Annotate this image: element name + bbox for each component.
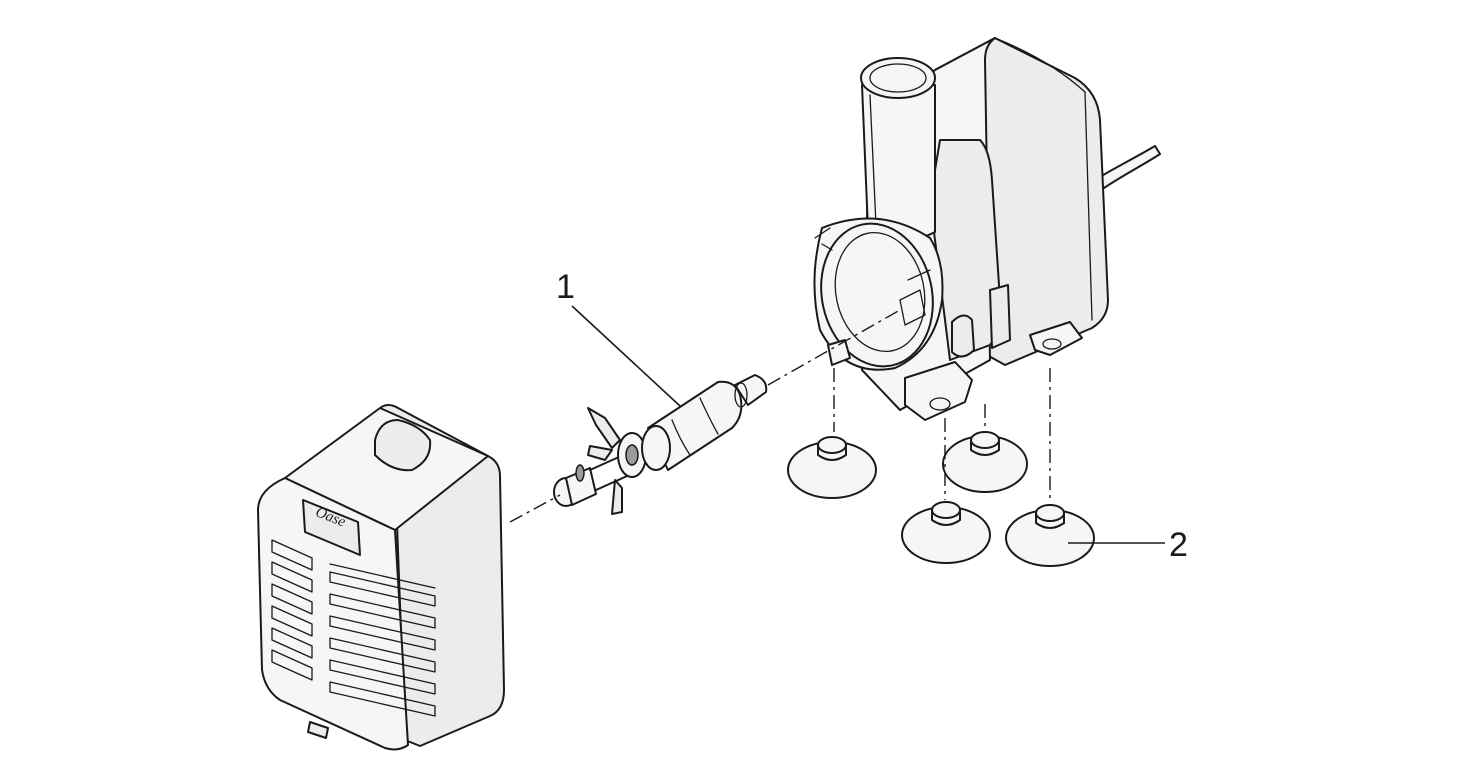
right-vent-slats [329, 563, 436, 717]
left-vent-slats [271, 539, 313, 681]
suction-cups [787, 431, 1095, 567]
pump-housing [813, 37, 1161, 421]
suction-cup [787, 436, 877, 499]
part-label-2: 2 [1169, 526, 1188, 564]
suction-cup [1005, 504, 1095, 567]
impeller [553, 374, 768, 515]
part-label-1: 1 [556, 268, 575, 306]
callout-1: 1 [556, 268, 681, 407]
assembly-axis-lines [509, 309, 1051, 523]
filter-cover: Oase [257, 404, 505, 751]
suction-cup [942, 431, 1028, 493]
suction-cup [901, 501, 991, 564]
callout-2: 2 [1068, 526, 1188, 564]
